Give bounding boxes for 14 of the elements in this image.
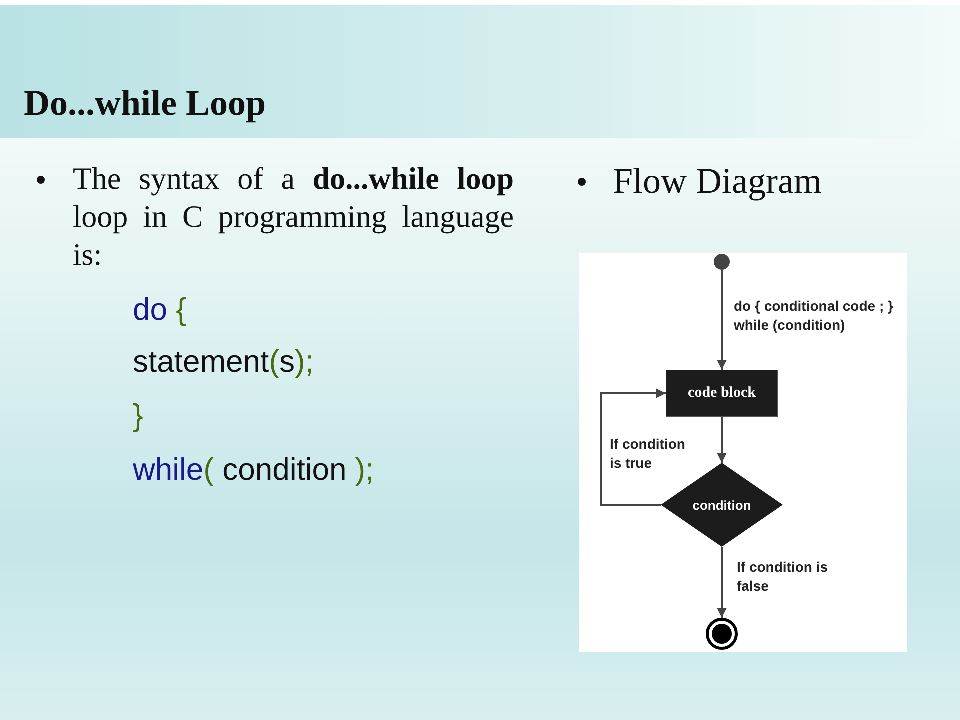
code-line: } [133,398,144,434]
start-node-circle [714,254,730,270]
arrow [717,417,727,463]
code-line: while( condition ); [133,452,374,488]
process-box: code block [666,370,778,417]
arrow [717,547,727,618]
arrow [600,388,666,506]
code-line: do { [133,292,186,328]
arrow [717,270,727,370]
syntax-paragraph: The syntax of a do...while loop loop in C programming language is: [73,160,514,274]
code-line: statement(s); [133,344,314,380]
section-heading: Flow Diagram [613,160,822,202]
slide-title: Do...while Loop [24,82,266,124]
decision-diamond: condition [661,463,783,547]
